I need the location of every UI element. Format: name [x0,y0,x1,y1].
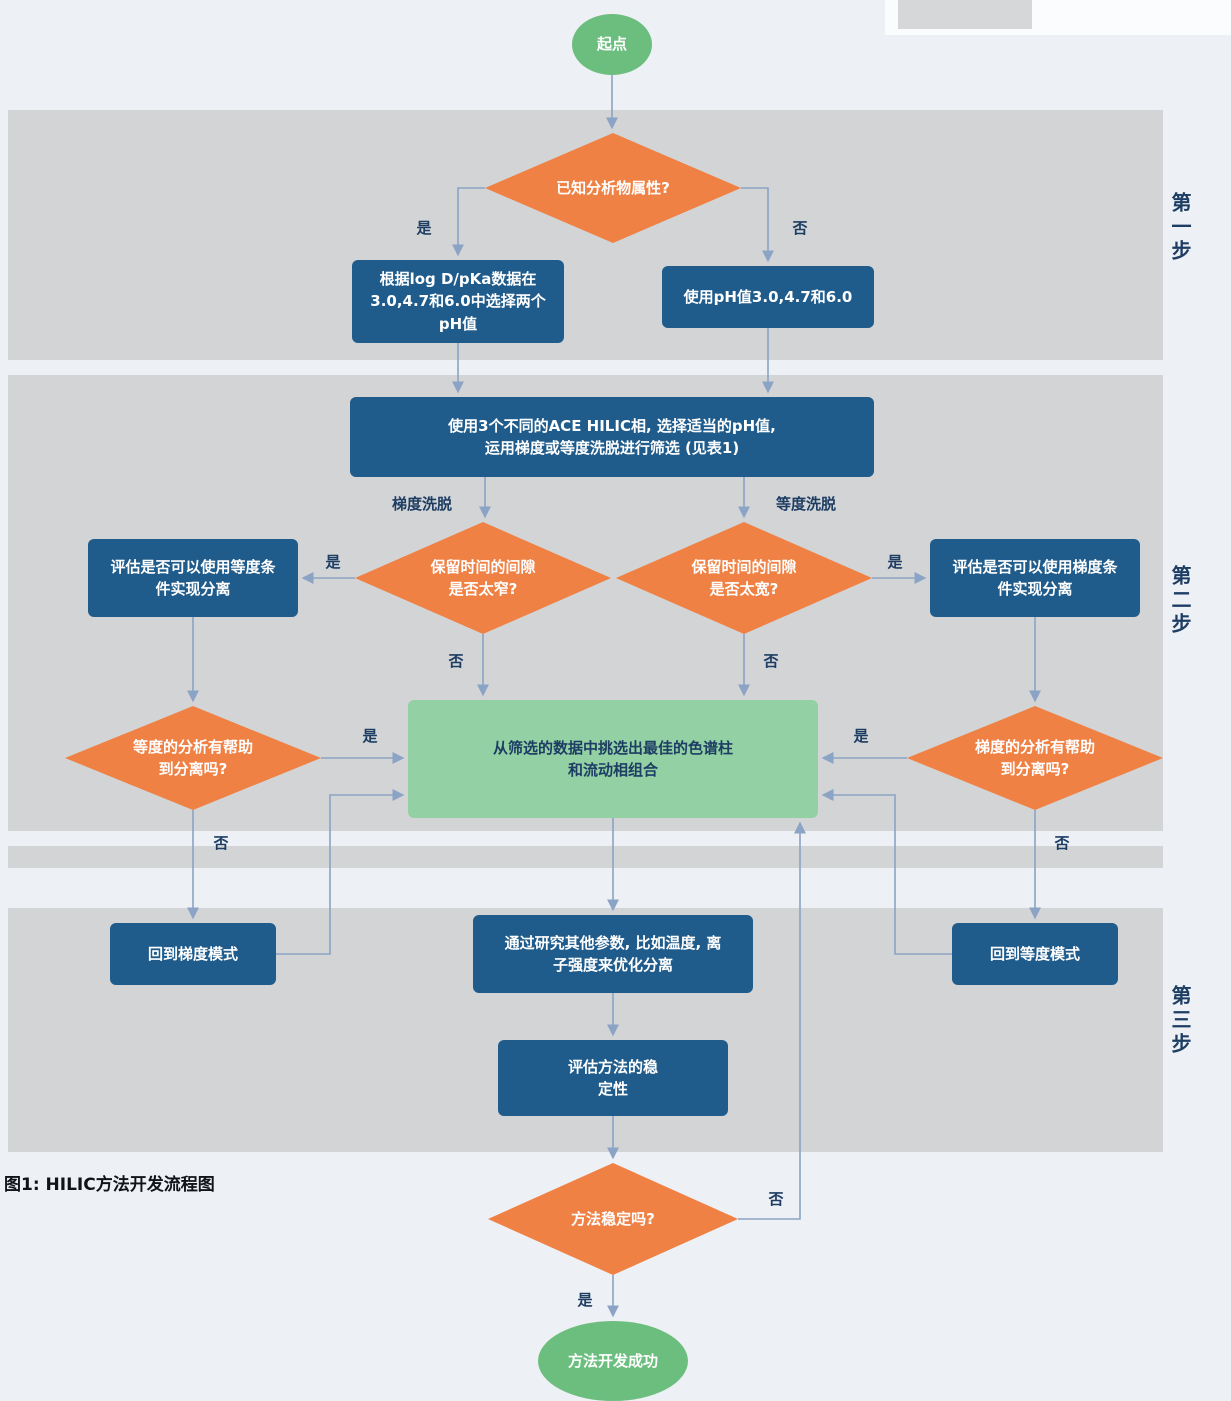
node-ph-use-all: 使用pH值3.0,4.7和6.0 [662,266,874,328]
edge-label-yes-gradient-helps: 是 [853,727,869,745]
node-label: 使用3个不同的ACE HILIC相, 选择适当的pH值, 运用梯度或等度洗脱进行… [448,416,776,458]
node-evaluate-gradient: 评估是否可以使用梯度条 件实现分离 [930,539,1140,617]
node-optimize-parameters: 通过研究其他参数, 比如温度, 离 子强度来优化分离 [473,915,753,993]
edge-label-no-wide: 否 [763,652,779,670]
figure-caption: 图1: HILIC方法开发流程图 [4,1175,215,1195]
top-right-gray-box [898,0,1032,29]
node-pick-best-combination: 从筛选的数据中挑选出最佳的色谱柱 和流动相组合 [408,700,818,818]
node-label: 已知分析物属性? [556,178,670,197]
edge-label-no-gradient-helps: 否 [1054,834,1070,852]
edge-label-no-stable: 否 [768,1190,784,1208]
edge-label-yes-stable: 是 [577,1291,593,1309]
node-evaluate-robustness: 评估方法的稳 定性 [498,1040,728,1116]
node-label: 从筛选的数据中挑选出最佳的色谱柱 和流动相组合 [492,738,733,780]
node-label: 保留时间的间隙 是否太宽? [691,557,797,599]
edge-label-no-narrow: 否 [448,652,464,670]
edge-label-no-known: 否 [792,219,808,237]
node-evaluate-isocratic: 评估是否可以使用等度条 件实现分离 [88,539,298,617]
node-label: 梯度的分析有帮助 到分离吗? [974,737,1095,779]
node-label: 评估是否可以使用梯度条 件实现分离 [952,557,1118,599]
node-label: 回到等度模式 [989,944,1080,963]
node-start-label: 起点 [596,35,627,54]
node-back-to-gradient: 回到梯度模式 [110,923,276,985]
edge-label-yes-wide: 是 [887,553,903,571]
edge-label-yes-narrow: 是 [325,553,341,571]
node-success: 方法开发成功 [538,1321,688,1401]
node-label: 保留时间的间隙 是否太窄? [430,557,536,599]
node-question-method-stable: 方法稳定吗? [488,1163,738,1275]
node-label: 通过研究其他参数, 比如温度, 离 子强度来优化分离 [504,933,722,975]
node-start: 起点 [572,14,652,75]
node-label: 等度的分析有帮助 到分离吗? [132,737,253,779]
step2-band-strip [8,846,1163,868]
step-label-1: 第一步 [1168,192,1192,264]
node-back-to-isocratic: 回到等度模式 [952,923,1118,985]
node-success-label: 方法开发成功 [567,1351,658,1370]
edge-label-gradient-elution: 梯度洗脱 [391,495,453,513]
step-label-3: 第三步 [1168,985,1192,1057]
node-label: 评估是否可以使用等度条 件实现分离 [110,557,276,599]
node-label: 回到梯度模式 [147,944,238,963]
node-ph-select-from-data: 根据log D/pKa数据在 3.0,4.7和6.0中选择两个 pH值 [352,260,564,343]
node-screen-hilic-phases: 使用3个不同的ACE HILIC相, 选择适当的pH值, 运用梯度或等度洗脱进行… [350,397,874,477]
step-label-2: 第二步 [1168,565,1192,637]
node-label: 根据log D/pKa数据在 3.0,4.7和6.0中选择两个 pH值 [370,269,546,333]
edge-label-isocratic-elution: 等度洗脱 [775,495,837,513]
node-label: 方法稳定吗? [571,1209,655,1228]
edge-label-yes-known: 是 [416,219,432,237]
edge-label-no-isocratic-helps: 否 [213,834,229,852]
node-label: 使用pH值3.0,4.7和6.0 [683,287,853,306]
node-label: 评估方法的稳 定性 [567,1057,658,1099]
edge-label-yes-isocratic-helps: 是 [362,727,378,745]
